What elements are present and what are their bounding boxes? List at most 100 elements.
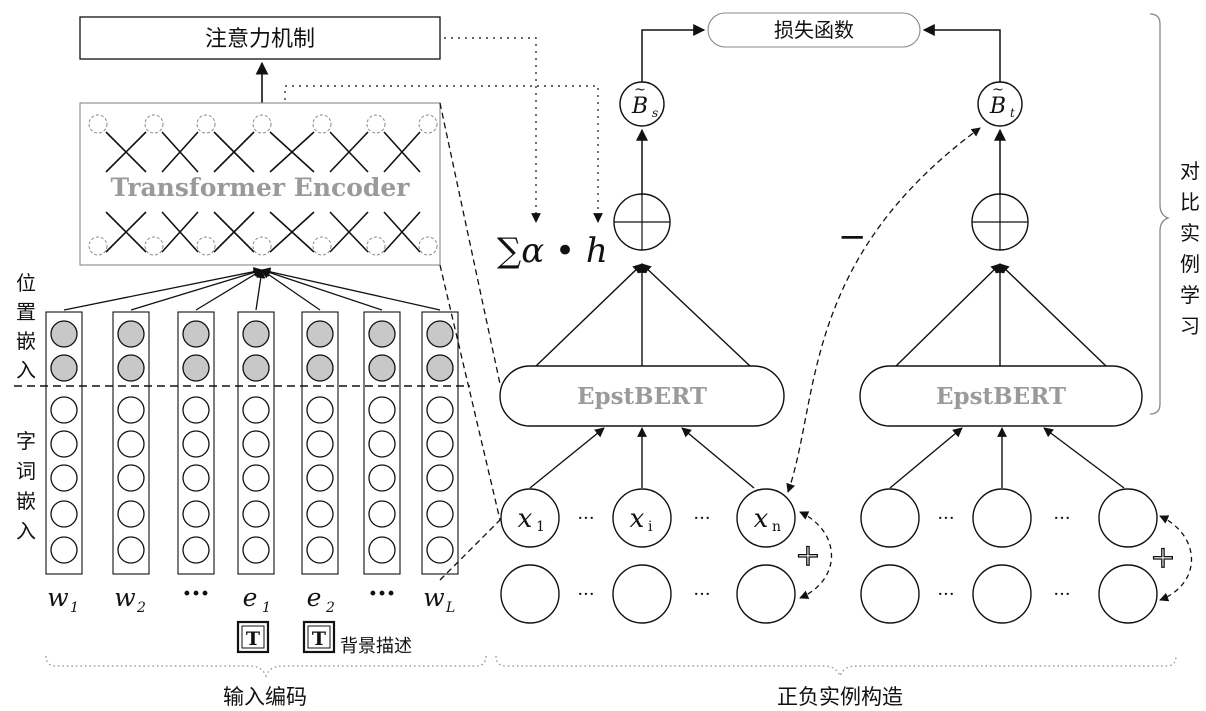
word-embedding-node	[50, 536, 78, 564]
encoder-node-bottom	[312, 236, 332, 256]
vertical-label-char: 对	[1180, 159, 1200, 183]
encoder-edge	[383, 211, 421, 253]
position-embedding-node	[368, 354, 396, 382]
b-t-node: B t ~	[977, 81, 1023, 127]
row-ellipsis: ···	[577, 584, 594, 605]
loss-box	[707, 12, 921, 48]
loss-label: 损失函数	[774, 18, 854, 42]
column-to-encoder-arrow	[255, 269, 266, 311]
embedding-column	[301, 311, 339, 575]
row-ellipsis: ···	[937, 508, 954, 529]
word-embedding-node	[426, 396, 454, 424]
word-embedding-node	[242, 396, 270, 424]
position-embedding-node	[306, 354, 334, 382]
encoder-node-top	[366, 114, 386, 134]
x-to-bert-right	[889, 427, 1125, 489]
encoder-node-top	[418, 114, 438, 134]
section-pairs-label: 正负实例构造	[777, 685, 903, 709]
vertical-label-char: 例	[1180, 252, 1200, 276]
encoder-node-bottom	[418, 236, 438, 256]
row-ellipsis: ···	[937, 584, 954, 605]
position-embedding-node	[426, 320, 454, 348]
bert-right-label: EpstBERT	[936, 383, 1066, 410]
bert-box-left	[499, 365, 785, 427]
word-embedding-node	[242, 464, 270, 492]
vertical-label-char: 置	[16, 300, 36, 324]
vertical-label-char: 入	[16, 519, 36, 543]
word-embedding-node	[306, 500, 334, 528]
row-ellipsis: ···	[577, 508, 594, 529]
word-embedding-node	[182, 430, 210, 458]
word-embedding-node	[368, 500, 396, 528]
instance-node	[1098, 564, 1158, 624]
instance-node-subscript: 1	[536, 519, 545, 535]
token-subscript: 1	[70, 600, 79, 616]
word-embedding-node	[242, 500, 270, 528]
embedding-column	[112, 311, 150, 575]
attention-box	[79, 16, 441, 60]
vertical-label-char: 实	[1180, 221, 1200, 245]
word-embedding-node	[117, 396, 145, 424]
encoder-node-bottom	[88, 236, 108, 256]
instance-node	[1098, 488, 1158, 548]
t-icon-1: T	[236, 620, 270, 654]
aggregate-node-right	[971, 193, 1029, 251]
pair-curve-right	[1159, 515, 1193, 602]
word-embedding-node	[368, 536, 396, 564]
word-embedding-node	[426, 464, 454, 492]
instance-node	[736, 564, 796, 624]
word-embedding-node	[242, 430, 270, 458]
embedding-column	[363, 311, 401, 575]
encoder-node-bottom	[196, 236, 216, 256]
svg-text:t: t	[1010, 106, 1015, 120]
encoder-node-top	[196, 114, 216, 134]
zoom-line-mid	[439, 264, 501, 521]
word-embedding-node	[426, 430, 454, 458]
word-embedding-node	[117, 464, 145, 492]
embedding-column	[45, 311, 83, 575]
word-embedding-node	[50, 500, 78, 528]
bt-to-loss-arrow	[922, 24, 1001, 83]
encoder-node-top	[252, 114, 272, 134]
vertical-label-char: 嵌	[16, 489, 36, 513]
token-ellipsis: ···	[368, 579, 395, 609]
word-embedding-node	[117, 536, 145, 564]
position-embedding-node	[117, 320, 145, 348]
encoder-dotted-link	[284, 85, 603, 223]
position-embedding-node	[368, 320, 396, 348]
word-embedding-node	[50, 430, 78, 458]
instance-node	[736, 488, 796, 548]
sum-formula: ∑α • h	[497, 231, 608, 271]
encoder-node-bottom	[144, 236, 164, 256]
x-to-bert-left	[529, 427, 755, 489]
column-to-encoder-arrow	[261, 267, 441, 311]
token-label: w	[114, 583, 135, 612]
row-ellipsis: ···	[1053, 584, 1070, 605]
encoder-node-bottom	[252, 236, 272, 256]
word-embedding-node	[182, 500, 210, 528]
word-embedding-node	[426, 536, 454, 564]
vertical-label-char: 入	[16, 358, 36, 382]
vertical-label-char: 学	[1180, 283, 1200, 307]
token-ellipsis: ···	[182, 579, 209, 609]
background-label: 背景描述	[340, 636, 412, 657]
bert-fan-right	[895, 263, 1107, 367]
plus-sign-left: +	[795, 538, 820, 573]
b-s-node: B s ~	[619, 81, 665, 127]
input-encoding-brace	[45, 655, 487, 678]
encoder-label: Transformer Encoder	[111, 173, 411, 202]
embedding-column	[421, 311, 459, 575]
token-subscript: 2	[325, 600, 335, 616]
token-subscript: 1	[262, 600, 271, 616]
row-ellipsis: ···	[693, 508, 710, 529]
word-embedding-node	[182, 396, 210, 424]
pair-construction-brace	[495, 655, 1177, 678]
position-embedding-node	[242, 320, 270, 348]
bert-left-label: EpstBERT	[577, 383, 707, 410]
embedding-column	[237, 311, 275, 575]
word-embedding-node	[368, 396, 396, 424]
encoder-edge	[329, 131, 369, 173]
position-embedding-node	[117, 354, 145, 382]
